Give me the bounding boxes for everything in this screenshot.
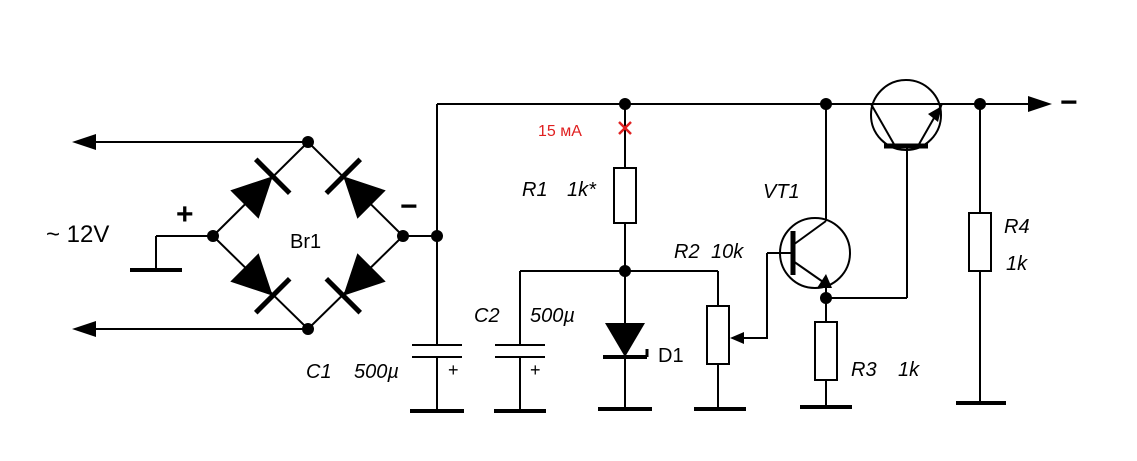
junction-dot — [820, 98, 832, 110]
bridge-label: Br1 — [290, 231, 321, 253]
input-voltage-label: ~ 12V — [46, 221, 109, 248]
break-mark-icon — [618, 121, 632, 135]
output-branch: R4 1k − — [956, 86, 1078, 405]
power-collector — [870, 103, 896, 147]
vt1-emitter — [792, 260, 827, 285]
junction-dot — [302, 136, 314, 148]
r1-label: R1 — [522, 179, 548, 201]
r1-resistor — [613, 167, 637, 224]
r3-value: 1k — [898, 359, 920, 381]
r2-value: 10k — [711, 241, 744, 263]
vt1-label: VT1 — [763, 181, 800, 203]
c1-plus-sign: + — [448, 360, 459, 380]
emitter-arrow-icon — [928, 106, 942, 122]
reference-node: C2 500µ + D1 R2 10k — [474, 241, 768, 413]
r4-label: R4 — [1004, 216, 1030, 238]
r3-resistor — [814, 321, 838, 381]
power-transistor — [870, 79, 943, 298]
output-minus-sign: − — [1060, 86, 1078, 119]
bridge-br1: Br1 − — [207, 136, 418, 335]
bridge-diode-3 — [230, 253, 292, 315]
r2-potentiometer — [706, 305, 730, 365]
c2-plus-sign: + — [530, 360, 541, 380]
r2-wiper-wire — [738, 253, 768, 339]
r2-label: R2 — [674, 241, 700, 263]
r4-value: 1k — [1006, 253, 1028, 275]
vt1-transistor: VT1 — [763, 98, 907, 322]
arrow-left-icon — [72, 134, 96, 150]
arrow-left-icon — [72, 321, 96, 337]
c1-value: 500µ — [354, 361, 399, 383]
r1-branch: 15 мА R1 1k* — [522, 98, 637, 323]
bridge-minus-sign: − — [400, 190, 418, 223]
c2-label: C2 — [474, 305, 500, 327]
d1-diode-icon — [605, 323, 645, 357]
arrow-right-icon — [1028, 96, 1052, 112]
junction-dot — [207, 230, 219, 242]
r3-label: R3 — [851, 359, 877, 381]
emitter-arrow-icon — [817, 274, 832, 288]
wiper-arrow-icon — [730, 332, 744, 344]
d1-label: D1 — [658, 345, 684, 367]
c1-branch: C1 500µ + — [306, 103, 1030, 413]
ac-input: ~ 12V + — [46, 134, 308, 337]
bridge-diode-4 — [324, 253, 386, 315]
r1-value: 1k* — [567, 179, 597, 201]
vt1-collector — [792, 220, 827, 246]
c2-value: 500µ — [530, 305, 575, 327]
junction-dot — [302, 323, 314, 335]
r3-branch: R3 1k — [800, 321, 920, 409]
c1-label: C1 — [306, 361, 332, 383]
input-plus-sign: + — [176, 198, 194, 231]
r4-resistor — [968, 212, 992, 272]
current-label: 15 мА — [538, 123, 582, 140]
